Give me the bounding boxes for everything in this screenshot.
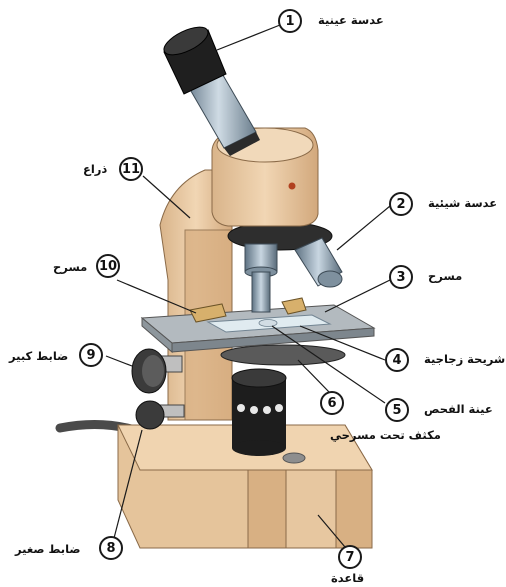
badge-number: 3	[396, 270, 405, 285]
badge-5: 5	[385, 398, 409, 422]
badge-10: 10	[96, 254, 120, 278]
label-objective-lens: عدسة شيئية	[428, 196, 497, 210]
objective-lenses	[228, 222, 342, 312]
badge-number: 10	[99, 259, 117, 274]
label-base: قاعدة	[331, 571, 364, 585]
label-arm: ذراع	[83, 162, 107, 176]
label-eyepiece: عدسة عينية	[318, 13, 384, 27]
badge-number: 5	[392, 403, 401, 418]
badge-3: 3	[389, 265, 413, 289]
badge-number: 8	[106, 541, 115, 556]
eyepiece-tube	[160, 21, 260, 156]
leader-line-6	[298, 360, 330, 393]
badge-number: 7	[345, 550, 354, 565]
badge-number: 9	[86, 348, 95, 363]
label-specimen: عينة الفحص	[424, 402, 493, 416]
badge-8: 8	[99, 536, 123, 560]
label-stage: مسرح	[428, 269, 462, 283]
badge-9: 9	[79, 343, 103, 367]
badge-number: 4	[392, 353, 401, 368]
leader-line-2	[337, 206, 390, 250]
badge-number: 6	[327, 396, 336, 411]
badge-number: 1	[285, 14, 294, 29]
badge-11: 11	[119, 157, 143, 181]
label-glass-slide: شريحة زجاجية	[424, 352, 505, 366]
label-coarse-focus: ضابط كبير	[9, 349, 68, 363]
badge-4: 4	[385, 348, 409, 372]
badge-2: 2	[389, 192, 413, 216]
badge-7: 7	[338, 545, 362, 569]
leader-line-1	[217, 25, 280, 50]
badge-number: 2	[396, 197, 405, 212]
badge-1: 1	[278, 9, 302, 33]
badge-6: 6	[320, 391, 344, 415]
label-substage-condenser: مكثف تحت مسرحي	[330, 428, 441, 442]
label-stage-left: مسرح	[53, 260, 87, 274]
leader-line-9	[106, 356, 132, 366]
label-fine-focus: ضابط صغير	[15, 542, 81, 556]
badge-number: 11	[122, 162, 140, 177]
